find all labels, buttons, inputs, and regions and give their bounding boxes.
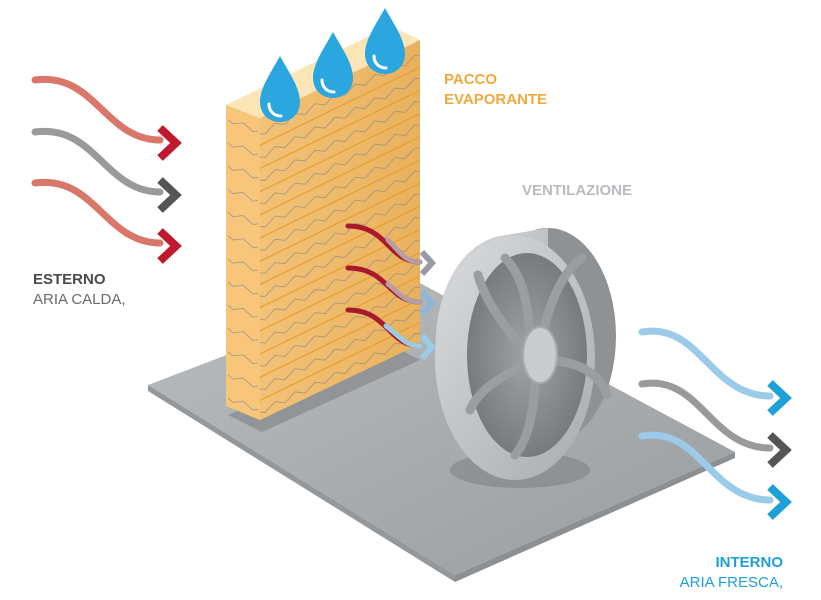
fan-hub bbox=[522, 326, 558, 384]
air-flow-arrow-icon bbox=[157, 228, 182, 264]
air-flow-arrow-icon bbox=[767, 484, 792, 520]
inside-title: INTERNO bbox=[715, 554, 784, 571]
pad-wave-front bbox=[227, 212, 259, 225]
pad-wave-front bbox=[227, 374, 259, 388]
air-flow-arrow-icon bbox=[419, 249, 437, 277]
pad-stripe bbox=[259, 112, 421, 193]
pad-wave-front bbox=[227, 351, 259, 365]
neutral-air-flow-out bbox=[638, 379, 774, 452]
pad-wave bbox=[259, 263, 421, 344]
pad-wave bbox=[259, 100, 421, 182]
pad-stripe bbox=[259, 205, 421, 286]
through-pad-arrows bbox=[345, 223, 437, 361]
pad-wave-front bbox=[227, 397, 259, 411]
inside-label: INTERNO ARIA FRESCA, bbox=[680, 553, 783, 593]
hot-air-arrows bbox=[31, 75, 182, 264]
pad-stripe bbox=[259, 298, 421, 378]
air-flow-arrow-icon bbox=[419, 333, 437, 361]
base-plate-edge bbox=[455, 452, 735, 582]
pad-wave bbox=[259, 332, 421, 414]
hot-air-flow-1 bbox=[31, 75, 164, 144]
pad-stripe bbox=[259, 182, 421, 262]
water-drop-icon bbox=[313, 32, 353, 98]
pad-label-line2: EVAPORANTE bbox=[444, 91, 548, 108]
pad-wave bbox=[259, 77, 421, 158]
cool-air-flow-2 bbox=[638, 431, 774, 504]
pad-label: PACCO EVAPORANTE bbox=[444, 70, 547, 110]
cool-air-arrows bbox=[638, 327, 792, 520]
pad-stripe bbox=[259, 89, 421, 170]
pad-stripe bbox=[259, 252, 421, 332]
pad-wave bbox=[259, 170, 421, 251]
pad-wave-front bbox=[227, 235, 259, 249]
air-flow-arrow-icon bbox=[767, 380, 792, 416]
fan bbox=[435, 228, 616, 480]
pad-wave bbox=[259, 216, 421, 298]
pad-wave-front bbox=[227, 188, 259, 202]
pad-wave bbox=[259, 124, 421, 205]
pad-wave-front bbox=[227, 119, 259, 133]
air-flow-arrow-icon bbox=[157, 125, 182, 161]
water-drop-icon bbox=[365, 8, 405, 74]
pad-label-line1: PACCO bbox=[444, 71, 498, 88]
neutral-air-flow bbox=[31, 127, 164, 196]
outside-label: ESTERNO ARIA CALDA, bbox=[33, 270, 126, 310]
hot-air-flow-2 bbox=[31, 178, 164, 247]
pad-wave bbox=[259, 147, 421, 228]
air-flow-arrow-icon bbox=[419, 289, 437, 317]
water-drops bbox=[260, 8, 405, 122]
pad-stripe bbox=[259, 159, 421, 239]
water-drop-icon bbox=[260, 56, 300, 122]
base-plate-edge-left bbox=[148, 385, 455, 582]
outside-subtitle: ARIA CALDA, bbox=[33, 291, 126, 308]
pad-stripe bbox=[259, 66, 421, 146]
pad-side bbox=[260, 40, 420, 420]
pad-wave-front bbox=[227, 328, 259, 341]
air-flow-arrow-icon bbox=[157, 177, 182, 213]
inside-subtitle: ARIA FRESCA, bbox=[679, 574, 783, 591]
pad-wave bbox=[259, 309, 421, 390]
pad-wave-front bbox=[227, 142, 259, 156]
pad-wave bbox=[259, 286, 421, 367]
pad-wave bbox=[259, 193, 421, 274]
pad-wave-front bbox=[227, 304, 259, 318]
air-flow-arrow-icon bbox=[767, 432, 792, 468]
pad-wave-front bbox=[227, 281, 259, 295]
pad-stripe bbox=[259, 136, 421, 216]
fan-label: VENTILAZIONE bbox=[522, 182, 633, 199]
cool-air-flow-1 bbox=[638, 327, 774, 400]
pad-wave-front bbox=[227, 165, 259, 179]
outside-title: ESTERNO bbox=[33, 271, 106, 288]
pad-wave-front bbox=[227, 258, 259, 272]
